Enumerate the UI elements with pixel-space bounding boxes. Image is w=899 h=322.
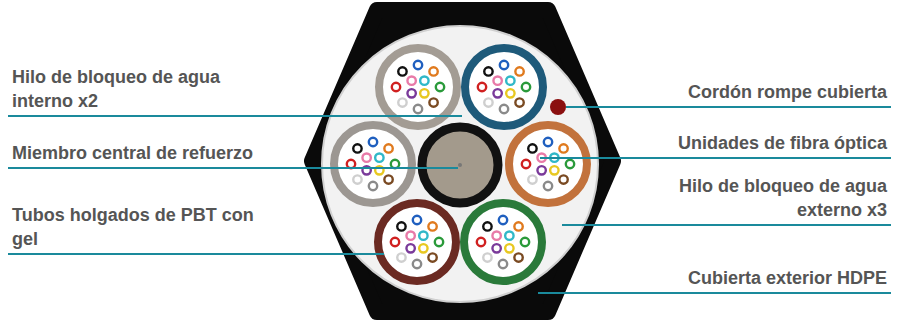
callout-label: Tubos holgados de PBT con gel	[12, 203, 262, 251]
optical-fiber	[477, 238, 485, 246]
optical-fiber	[478, 83, 486, 91]
leader-line	[540, 157, 891, 159]
optical-fiber	[375, 153, 383, 161]
optical-fiber	[522, 160, 530, 168]
leader-line	[8, 115, 462, 117]
optical-fiber	[429, 98, 437, 106]
optical-fiber	[483, 222, 491, 230]
optical-fiber	[528, 144, 536, 152]
optical-fiber	[559, 175, 567, 183]
optical-fiber	[515, 98, 523, 106]
optical-fiber	[435, 238, 443, 246]
optical-fiber	[347, 160, 355, 168]
leader-line	[562, 224, 891, 226]
tube-wall	[509, 125, 587, 203]
optical-fiber	[500, 105, 508, 113]
optical-fiber	[544, 138, 552, 146]
optical-fiber	[414, 61, 422, 69]
optical-fiber	[550, 166, 558, 174]
optical-fiber	[493, 76, 501, 84]
optical-fiber	[429, 67, 437, 75]
optical-fiber	[413, 260, 421, 268]
optical-fiber	[500, 61, 508, 69]
outer-jacket	[312, 10, 613, 312]
optical-fiber	[406, 231, 414, 239]
tube-wall	[379, 48, 457, 126]
central-dot	[458, 163, 462, 167]
optical-fiber	[566, 160, 574, 168]
optical-fiber	[414, 105, 422, 113]
optical-fiber	[384, 175, 392, 183]
optical-fiber	[397, 222, 405, 230]
optical-fiber	[369, 182, 377, 190]
optical-fiber	[413, 216, 421, 224]
rip-cord	[550, 99, 566, 115]
callout-label: Hilo de bloqueo de agua interno x2	[12, 65, 262, 113]
leader-line	[566, 106, 891, 108]
loose-tube	[379, 48, 457, 126]
optical-fiber	[407, 89, 415, 97]
optical-fiber	[528, 175, 536, 183]
tube-wall	[464, 203, 542, 281]
optical-fiber	[428, 253, 436, 261]
optical-fiber	[392, 83, 400, 91]
loose-tube	[465, 48, 543, 126]
optical-fiber	[515, 67, 523, 75]
optical-fiber	[514, 222, 522, 230]
optical-fiber	[362, 153, 370, 161]
leader-line	[8, 167, 458, 169]
inner-core	[322, 26, 598, 302]
optical-fiber	[419, 244, 427, 252]
tube-wall	[378, 203, 456, 281]
callout-label: Hilo de bloqueo de agua externo x3	[637, 174, 887, 222]
tube-wall	[465, 48, 543, 126]
optical-fiber	[398, 98, 406, 106]
optical-fiber	[391, 160, 399, 168]
optical-fiber	[397, 253, 405, 261]
callout-label: Unidades de fibra óptica	[637, 131, 887, 155]
central-strength-member	[422, 127, 498, 203]
optical-fiber	[353, 175, 361, 183]
optical-fiber	[436, 83, 444, 91]
optical-fiber	[398, 67, 406, 75]
callout-label: Cubierta exterior HDPE	[637, 266, 887, 290]
optical-fiber	[428, 222, 436, 230]
optical-fiber	[484, 67, 492, 75]
loose-tube	[464, 203, 542, 281]
leader-line	[538, 292, 891, 294]
optical-fiber	[493, 89, 501, 97]
optical-fiber	[514, 253, 522, 261]
callout-label: Cordón rompe cubierta	[637, 80, 887, 104]
optical-fiber	[419, 231, 427, 239]
optical-fiber	[521, 238, 529, 246]
optical-fiber	[559, 144, 567, 152]
optical-fiber	[484, 98, 492, 106]
tube-wall	[334, 125, 412, 203]
optical-fiber	[506, 89, 514, 97]
leader-line	[8, 253, 384, 255]
loose-tube	[509, 125, 587, 203]
optical-fiber	[407, 76, 415, 84]
optical-fiber	[420, 89, 428, 97]
optical-fiber	[522, 83, 530, 91]
optical-fiber	[369, 138, 377, 146]
loose-tube	[334, 125, 412, 203]
optical-fiber	[492, 244, 500, 252]
optical-fiber	[391, 238, 399, 246]
optical-fiber	[506, 76, 514, 84]
callout-label: Miembro central de refuerzo	[12, 141, 262, 165]
optical-fiber	[505, 244, 513, 252]
optical-fiber	[499, 260, 507, 268]
optical-fiber	[406, 244, 414, 252]
optical-fiber	[499, 216, 507, 224]
optical-fiber	[505, 231, 513, 239]
loose-tube	[378, 203, 456, 281]
optical-fiber	[353, 144, 361, 152]
optical-fiber	[384, 144, 392, 152]
optical-fiber	[537, 166, 545, 174]
optical-fiber	[492, 231, 500, 239]
optical-fiber	[483, 253, 491, 261]
optical-fiber	[544, 182, 552, 190]
optical-fiber	[420, 76, 428, 84]
